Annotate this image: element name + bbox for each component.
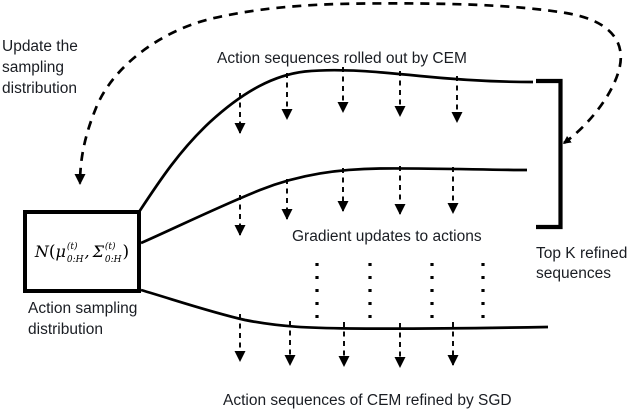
gradient-arrows-row-bottom — [234, 314, 459, 368]
math-comma: , — [84, 242, 90, 261]
ellipsis-dots — [315, 263, 485, 319]
math-sigma: Σ — [92, 242, 104, 261]
cem-rollout-label: Action sequences rolled out by CEM — [217, 50, 467, 67]
sgd-refined-label: Action sequences of CEM refined by SGD — [223, 392, 512, 409]
math-close-paren: ) — [122, 241, 130, 262]
gradient-arrows-row-top — [234, 67, 463, 134]
rollout-curve-bottom — [140, 288, 549, 330]
rollout-curve-middle — [140, 167, 528, 245]
math-sigma-scripts: (t)0:H — [104, 241, 122, 265]
math-mu: μ — [55, 242, 66, 261]
math-mu-scripts: (t)0:H — [66, 241, 84, 265]
math-distribution-symbol: N — [34, 242, 49, 261]
gradient-arrows-row-middle — [234, 166, 459, 236]
feedback-dashed-arrow — [74, 2, 623, 185]
action-sampling-label: Action sampling distribution — [28, 300, 138, 338]
rollout-curve-top — [137, 68, 534, 213]
sampling-distribution-box: N(μ(t)0:H,Σ(t)0:H) — [23, 210, 141, 293]
top-k-label: Top K refined sequences — [536, 245, 628, 282]
gradient-updates-label: Gradient updates to actions — [292, 228, 482, 245]
update-distribution-label: Update the sampling distribution — [2, 38, 78, 97]
top-k-bracket — [536, 78, 563, 230]
math-open-paren: ( — [48, 241, 56, 262]
